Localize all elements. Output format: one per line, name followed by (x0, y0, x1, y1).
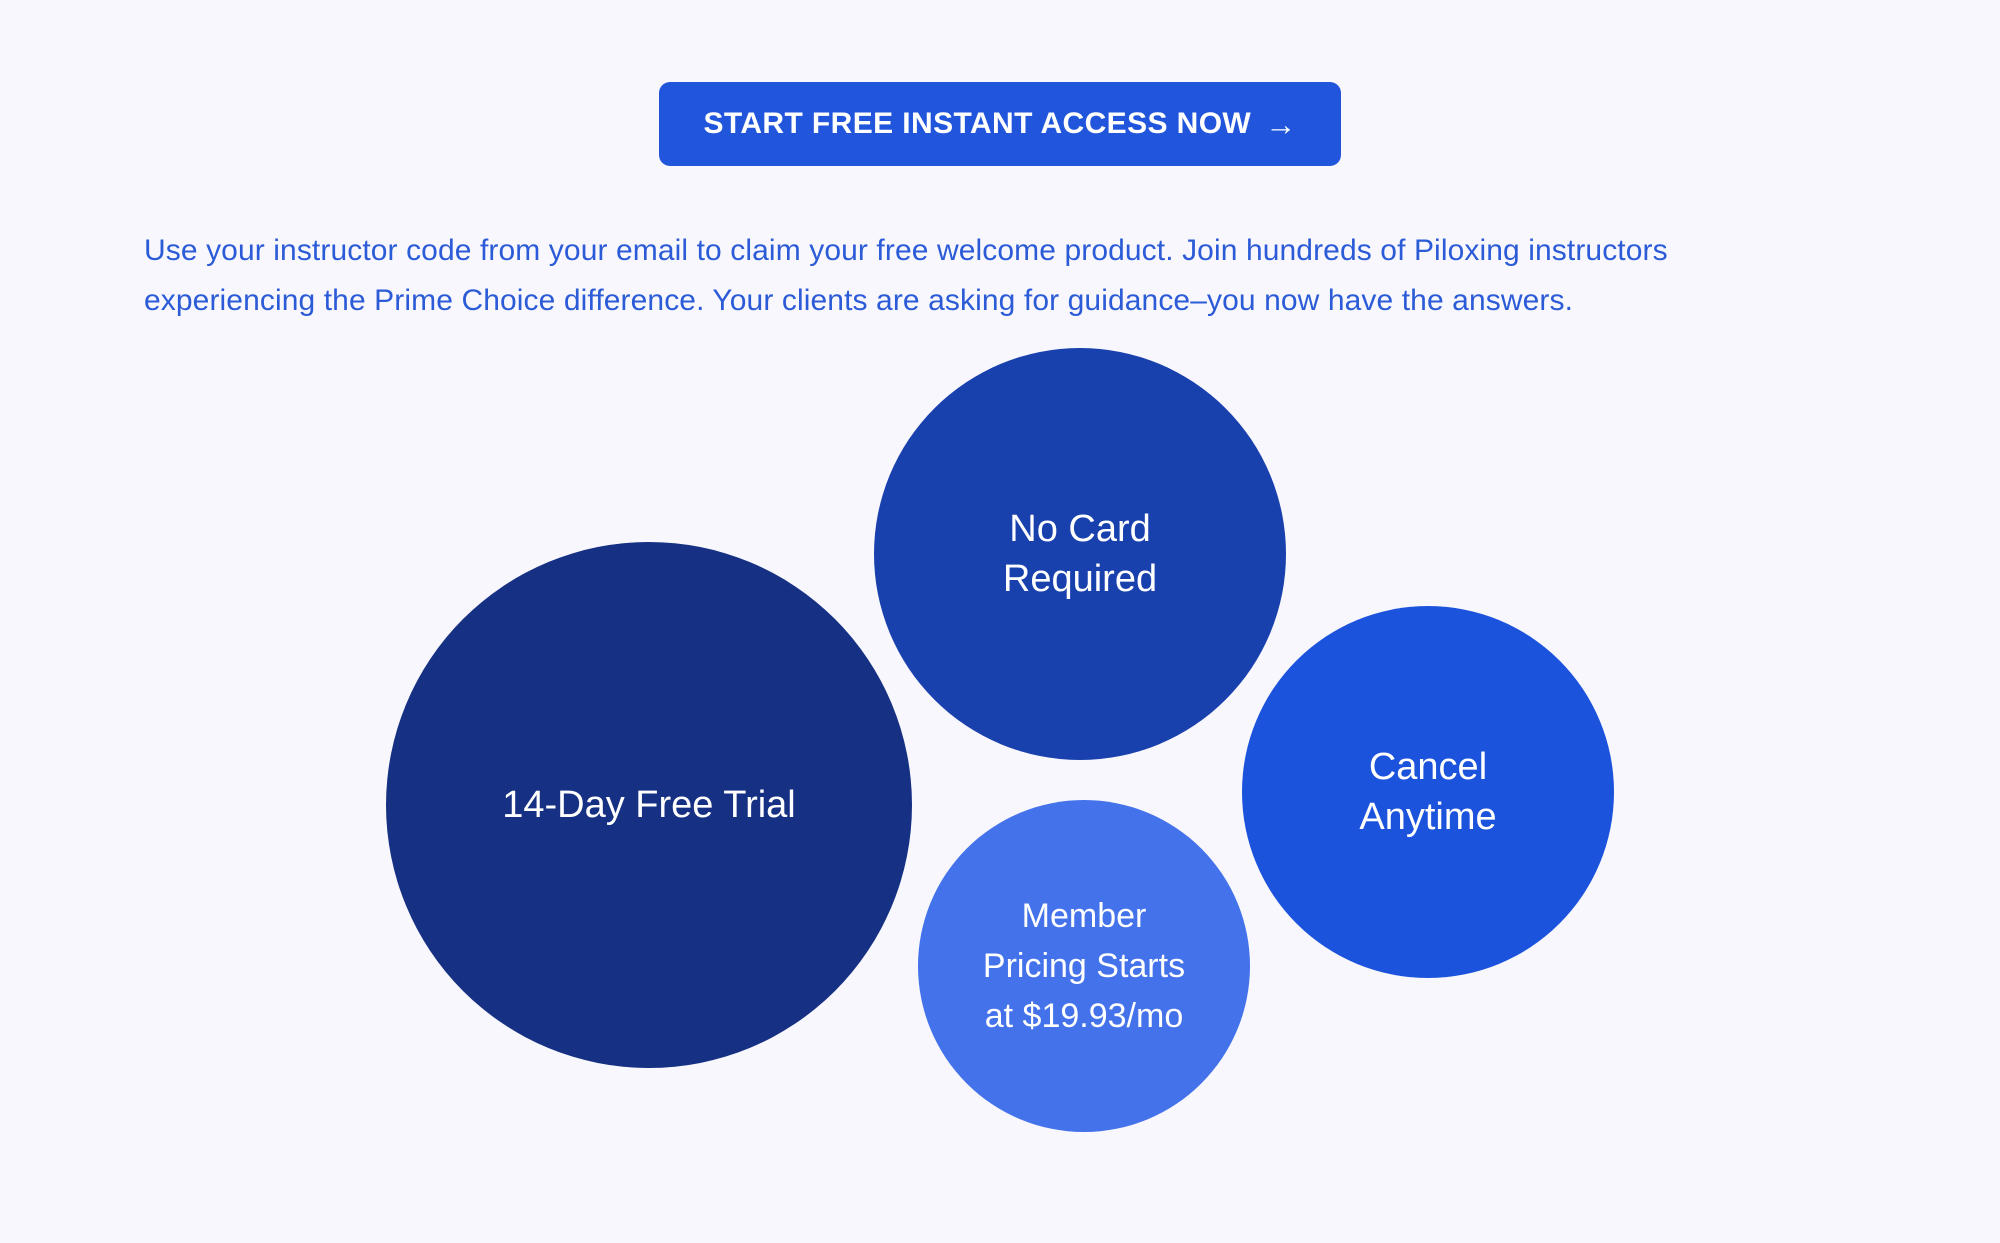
benefit-bubble-member-pricing[interactable]: Member Pricing Starts at $19.93/mo (918, 800, 1250, 1132)
benefit-bubble-pricing-line-1: Member (1021, 897, 1147, 935)
intro-paragraph: Use your instructor code from your email… (144, 234, 1668, 317)
benefit-bubble-pricing-line-3: at $19.93/mo (984, 997, 1184, 1035)
benefit-bubble-trial-label: 14-Day Free Trial (502, 784, 796, 826)
benefit-bubble-cancel-anytime-label: Cancel Anytime (1260, 742, 1596, 842)
start-free-instant-access-button[interactable]: START FREE INSTANT ACCESS NOW → (659, 82, 1341, 166)
cta-container: START FREE INSTANT ACCESS NOW → (0, 82, 2000, 166)
benefit-bubble-no-card[interactable]: No Card Required (874, 348, 1286, 760)
benefit-bubble-cancel-line-2: Anytime (1359, 796, 1497, 838)
benefit-bubble-member-pricing-label: Member Pricing Starts at $19.93/mo (936, 891, 1232, 1041)
benefit-bubble-cancel-anytime[interactable]: Cancel Anytime (1242, 606, 1614, 978)
benefit-bubble-no-card-line-2: Required (1002, 558, 1158, 600)
benefit-bubble-trial[interactable]: 14-Day Free Trial (386, 542, 912, 1068)
benefit-bubble-cancel-line-1: Cancel (1368, 746, 1488, 788)
benefit-bubble-no-card-label: No Card Required (892, 504, 1268, 604)
arrow-right-icon: → (1265, 106, 1297, 142)
benefit-bubble-no-card-line-1: No Card (1009, 508, 1151, 550)
cta-button-label: START FREE INSTANT ACCESS NOW (703, 107, 1252, 140)
benefit-bubble-pricing-line-2: Pricing Starts (982, 947, 1186, 985)
